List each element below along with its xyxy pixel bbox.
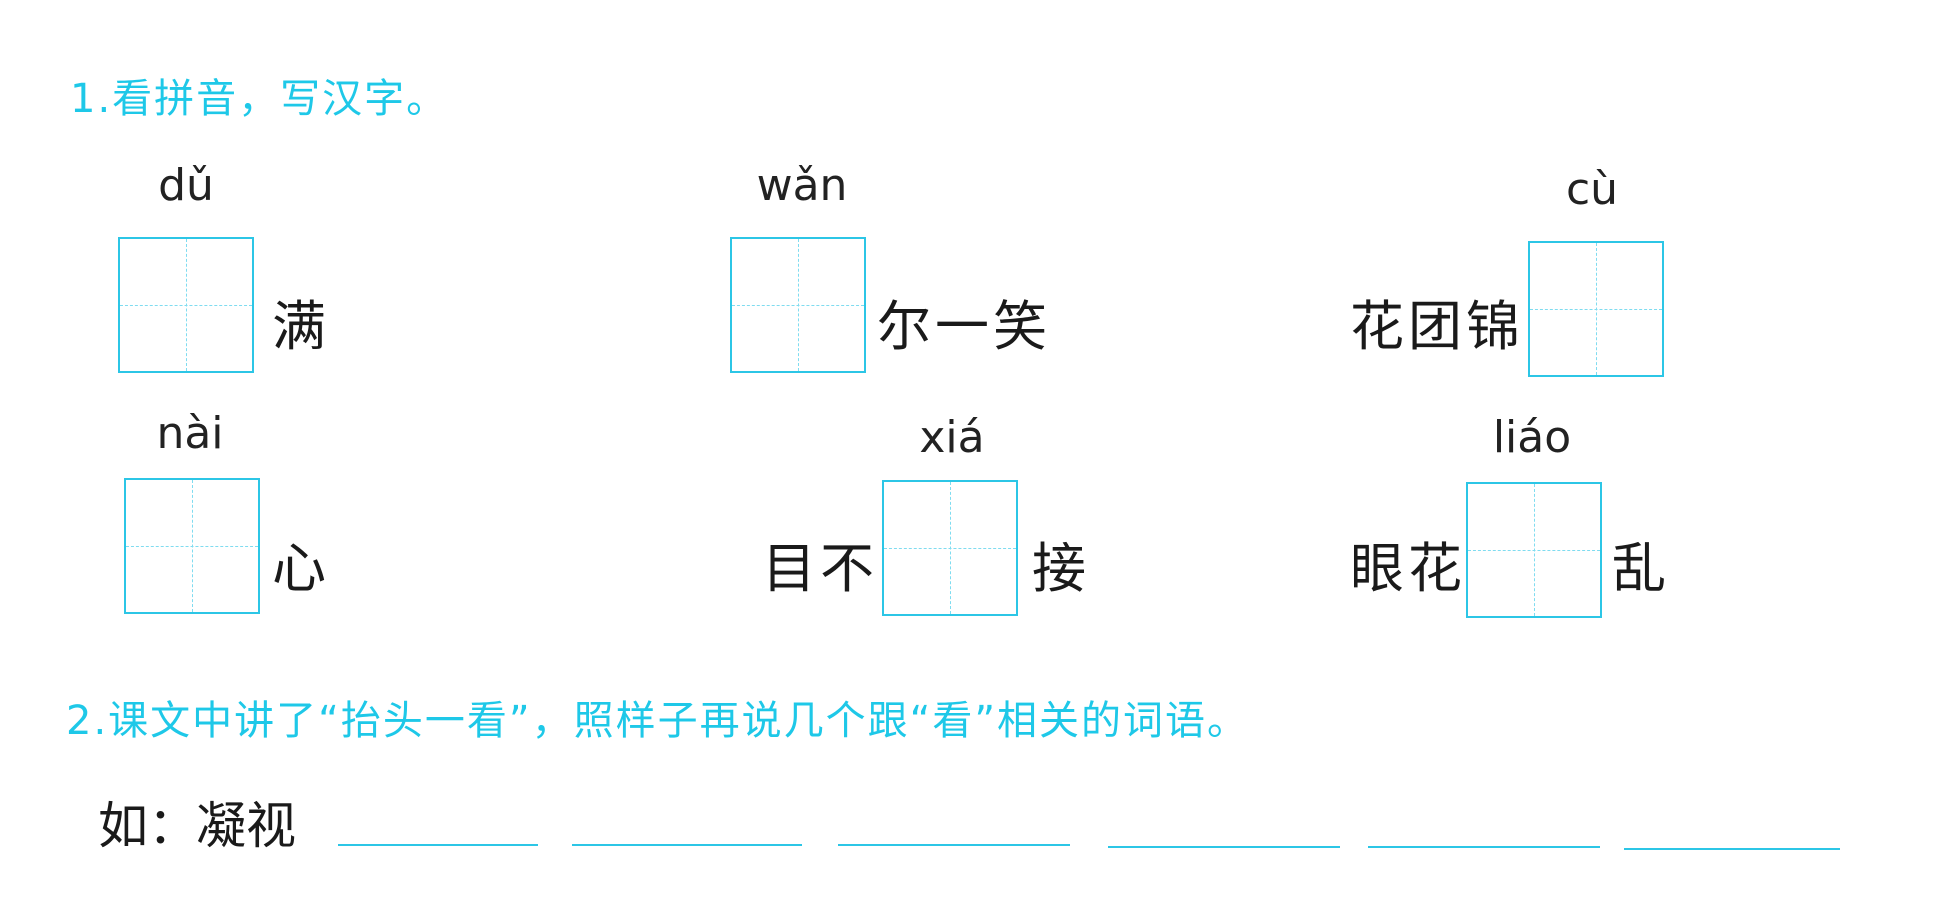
item-3-before-text: 花团锦 [1350, 295, 1524, 358]
box-guide-vertical [1534, 484, 1535, 616]
answer-line-4[interactable] [1108, 846, 1340, 848]
item-4-after-text: 心 [272, 537, 330, 600]
pinyin-du: dǔ [158, 160, 214, 211]
question-1-title: 1.看拼音，写汉字。 [70, 76, 449, 122]
writing-box-cu[interactable] [1528, 241, 1664, 377]
box-guide-vertical [186, 239, 187, 371]
item-6-before-text: 眼花 [1350, 537, 1466, 600]
item-2-after-text: 尔一笑 [877, 295, 1051, 358]
writing-box-du[interactable] [118, 237, 254, 373]
box-guide-vertical [798, 239, 799, 371]
writing-box-wan[interactable] [730, 237, 866, 373]
pinyin-nai: nài [156, 408, 224, 459]
answer-line-2[interactable] [572, 844, 802, 846]
pinyin-xia: xiá [919, 412, 985, 463]
box-guide-vertical [192, 480, 193, 612]
example-word: 凝视 [196, 797, 296, 855]
answer-line-6[interactable] [1624, 848, 1840, 850]
item-5-before-text: 目不 [762, 537, 878, 600]
item-1-after-text: 满 [272, 295, 330, 358]
example-prefix: 如： [98, 797, 198, 855]
writing-box-liao[interactable] [1466, 482, 1602, 618]
answer-line-3[interactable] [838, 844, 1070, 846]
item-5-after-text: 接 [1032, 537, 1090, 600]
pinyin-liao: liáo [1492, 412, 1572, 463]
item-6-after-text: 乱 [1612, 537, 1670, 600]
question-2-title: 2.课文中讲了“抬头一看”，照样子再说几个跟“看”相关的词语。 [66, 698, 1250, 744]
pinyin-wan: wǎn [756, 160, 848, 211]
box-guide-vertical [1596, 243, 1597, 375]
writing-box-xia[interactable] [882, 480, 1018, 616]
box-guide-vertical [950, 482, 951, 614]
pinyin-cu: cù [1565, 164, 1619, 215]
answer-line-1[interactable] [338, 844, 538, 846]
answer-line-5[interactable] [1368, 846, 1600, 848]
writing-box-nai[interactable] [124, 478, 260, 614]
